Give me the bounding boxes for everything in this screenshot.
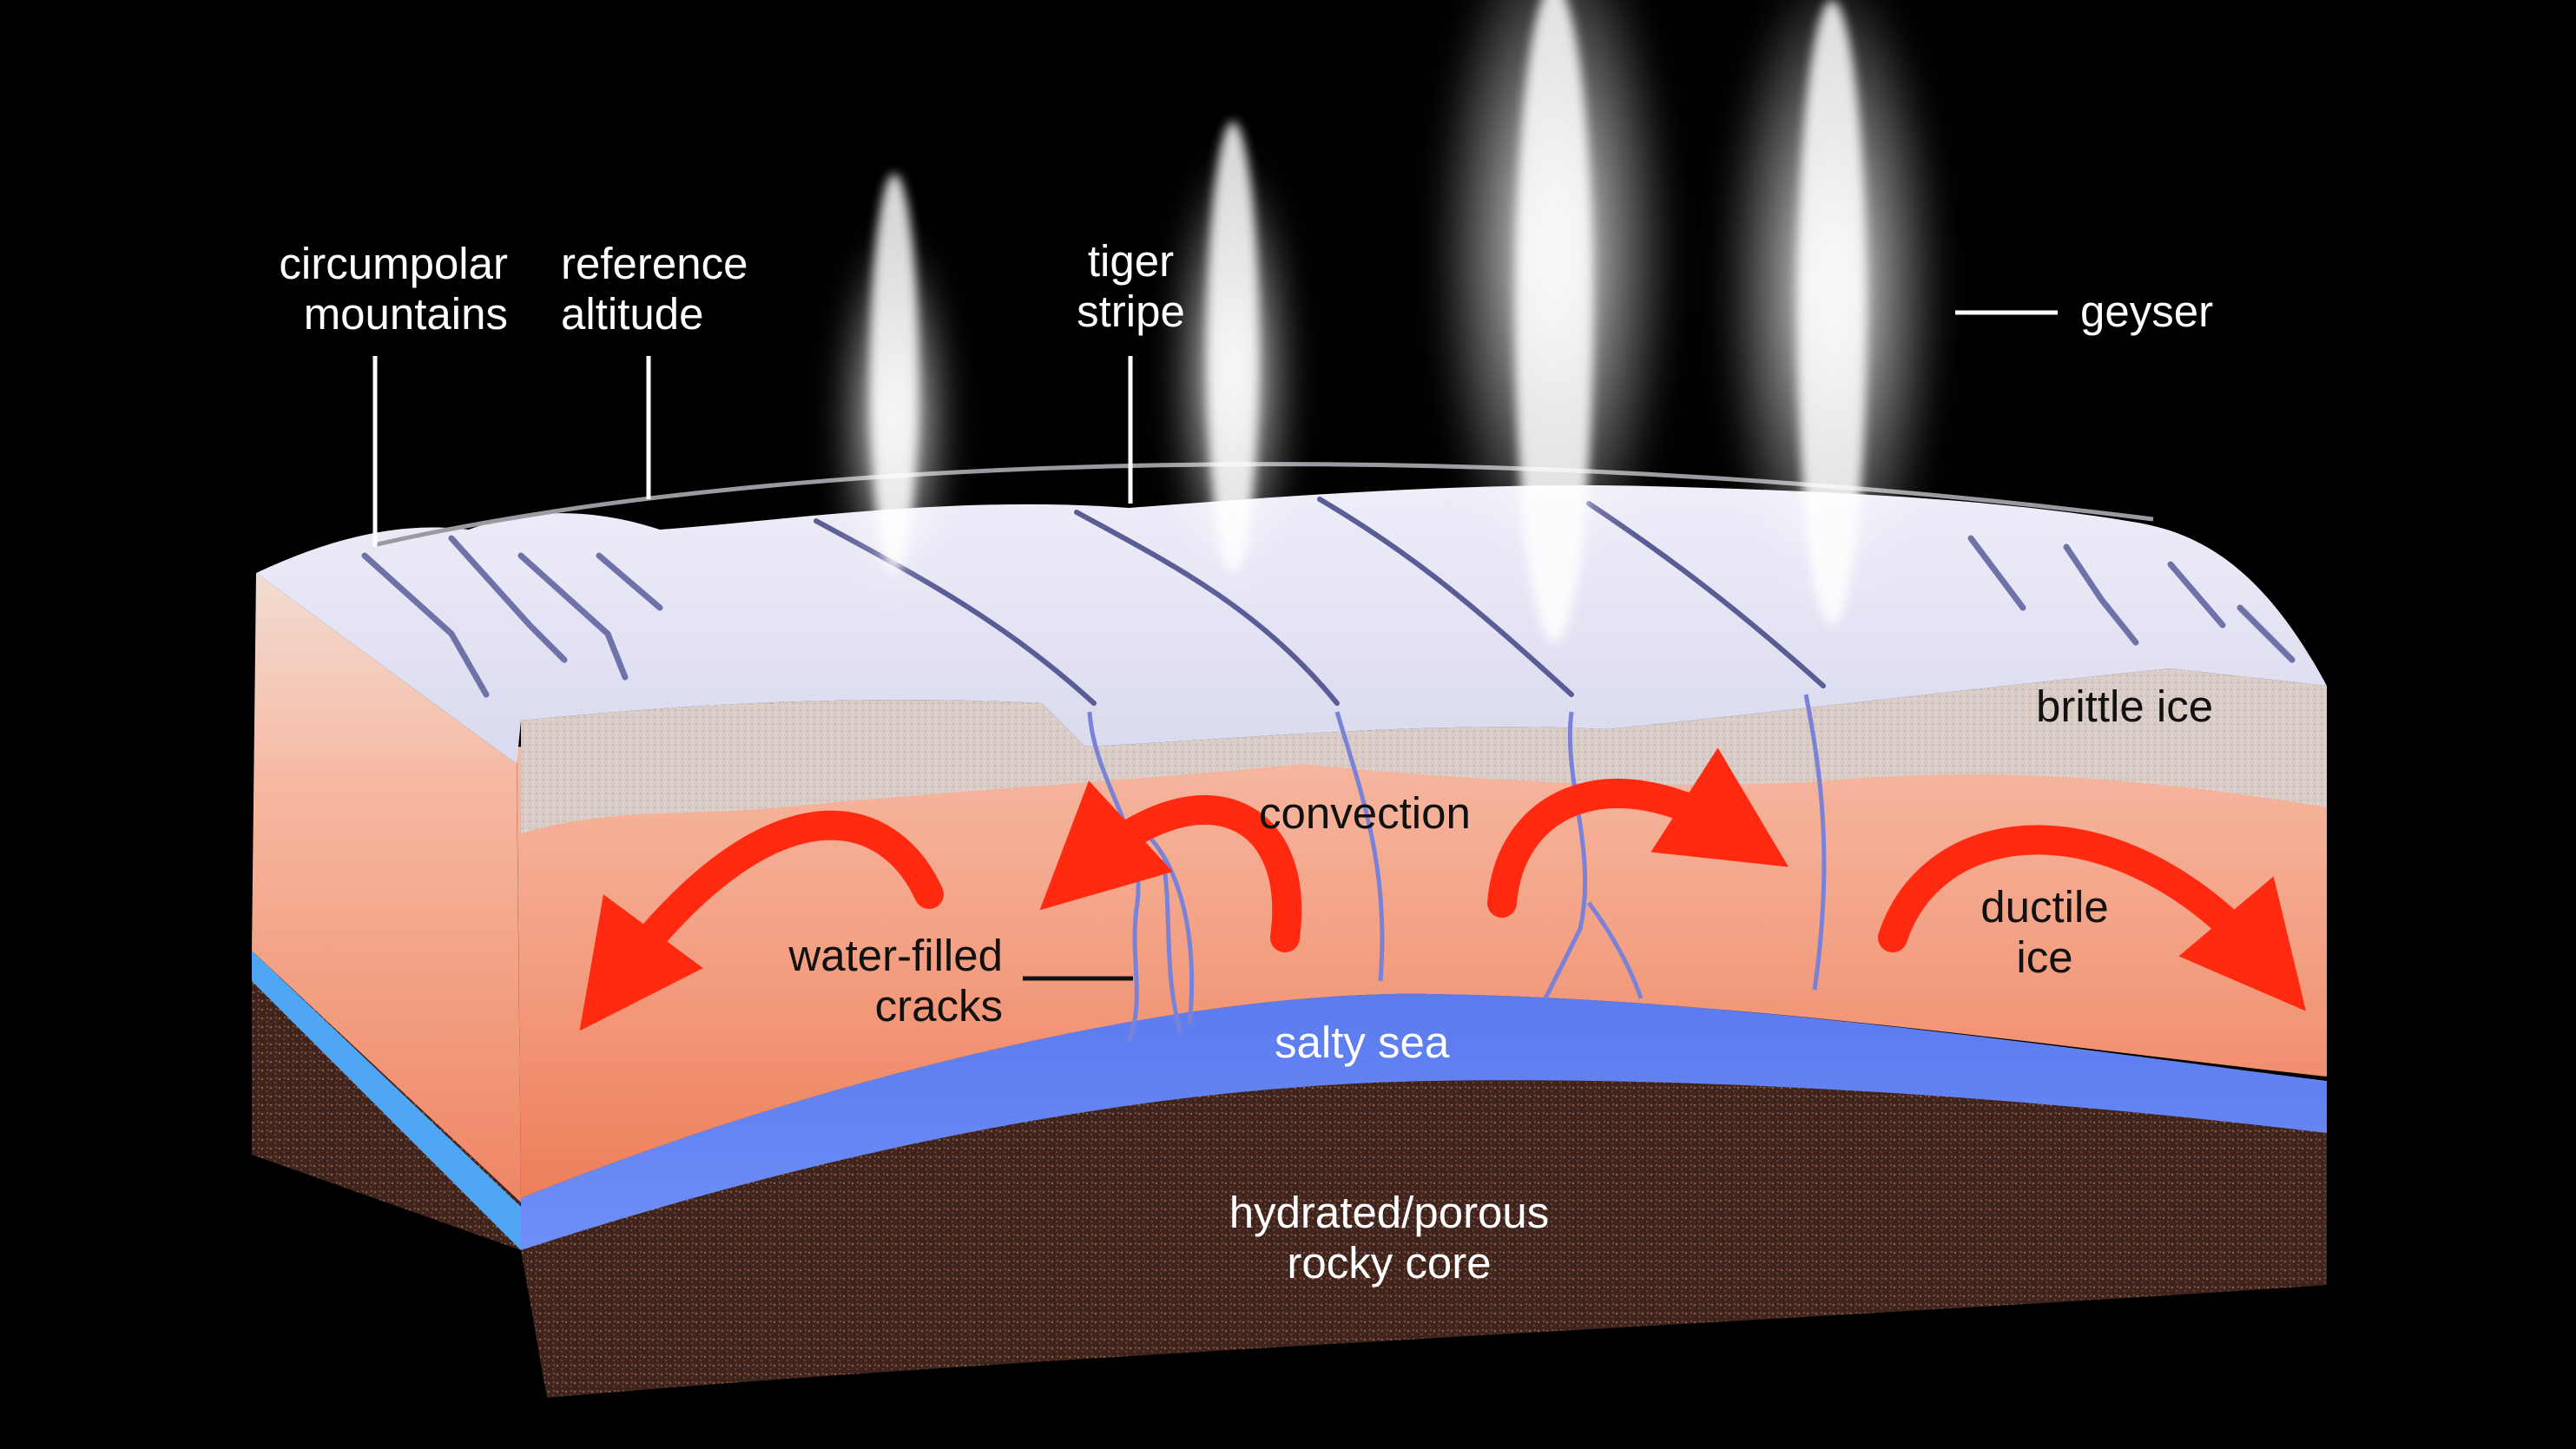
label-ductile-ice-line1: ductile (1980, 882, 2109, 932)
label-convection: convection (1259, 788, 1471, 838)
leader-lines (372, 310, 2058, 547)
convection-arrows (579, 748, 2307, 1031)
convection-arrow-center-left (1039, 780, 1302, 952)
label-water-filled-cracks-line1: water-filled (788, 931, 1003, 980)
convection-arrow-right (1878, 825, 2307, 1011)
label-tiger-stripe: tiger stripe (1042, 236, 1220, 337)
label-reference-altitude-line2: altitude (561, 289, 704, 339)
label-water-filled-cracks: water-filled cracks (712, 931, 1003, 1031)
label-circumpolar-mountains-line2: mountains (303, 289, 508, 339)
convection-arrow-left (579, 810, 944, 1031)
label-salty-sea: salty sea (1275, 1018, 1450, 1067)
ductile-ice-layer (517, 734, 2327, 1198)
label-water-filled-cracks-line2: cracks (874, 981, 1003, 1031)
label-brittle-ice: brittle ice (2036, 682, 2214, 731)
geyser-plumes (833, 0, 1945, 642)
surface-ridges (361, 535, 2296, 698)
label-reference-altitude: reference altitude (561, 239, 748, 339)
label-tiger-stripe-line2: stripe (1077, 287, 1185, 336)
label-reference-altitude-line1: reference (561, 239, 748, 288)
side-face (252, 573, 521, 1202)
label-rocky-core-line2: rocky core (1287, 1238, 1492, 1288)
label-tiger-stripe-line1: tiger (1087, 236, 1175, 286)
convection-arrow-center-right (1487, 748, 1789, 918)
label-rocky-core: hydrated/porous rocky core (1155, 1188, 1624, 1288)
label-ductile-ice: ductile ice (1945, 882, 2144, 983)
brittle-ice-layer (521, 669, 2327, 833)
label-circumpolar-mountains: circumpolar mountains (200, 239, 508, 339)
label-geyser: geyser (2080, 287, 2214, 336)
label-rocky-core-line1: hydrated/porous (1229, 1188, 1550, 1237)
label-circumpolar-mountains-line1: circumpolar (279, 239, 508, 288)
label-ductile-ice-line2: ice (2016, 932, 2073, 982)
salty-sea-layer (252, 951, 521, 1250)
salty-sea-band (521, 993, 2327, 1250)
